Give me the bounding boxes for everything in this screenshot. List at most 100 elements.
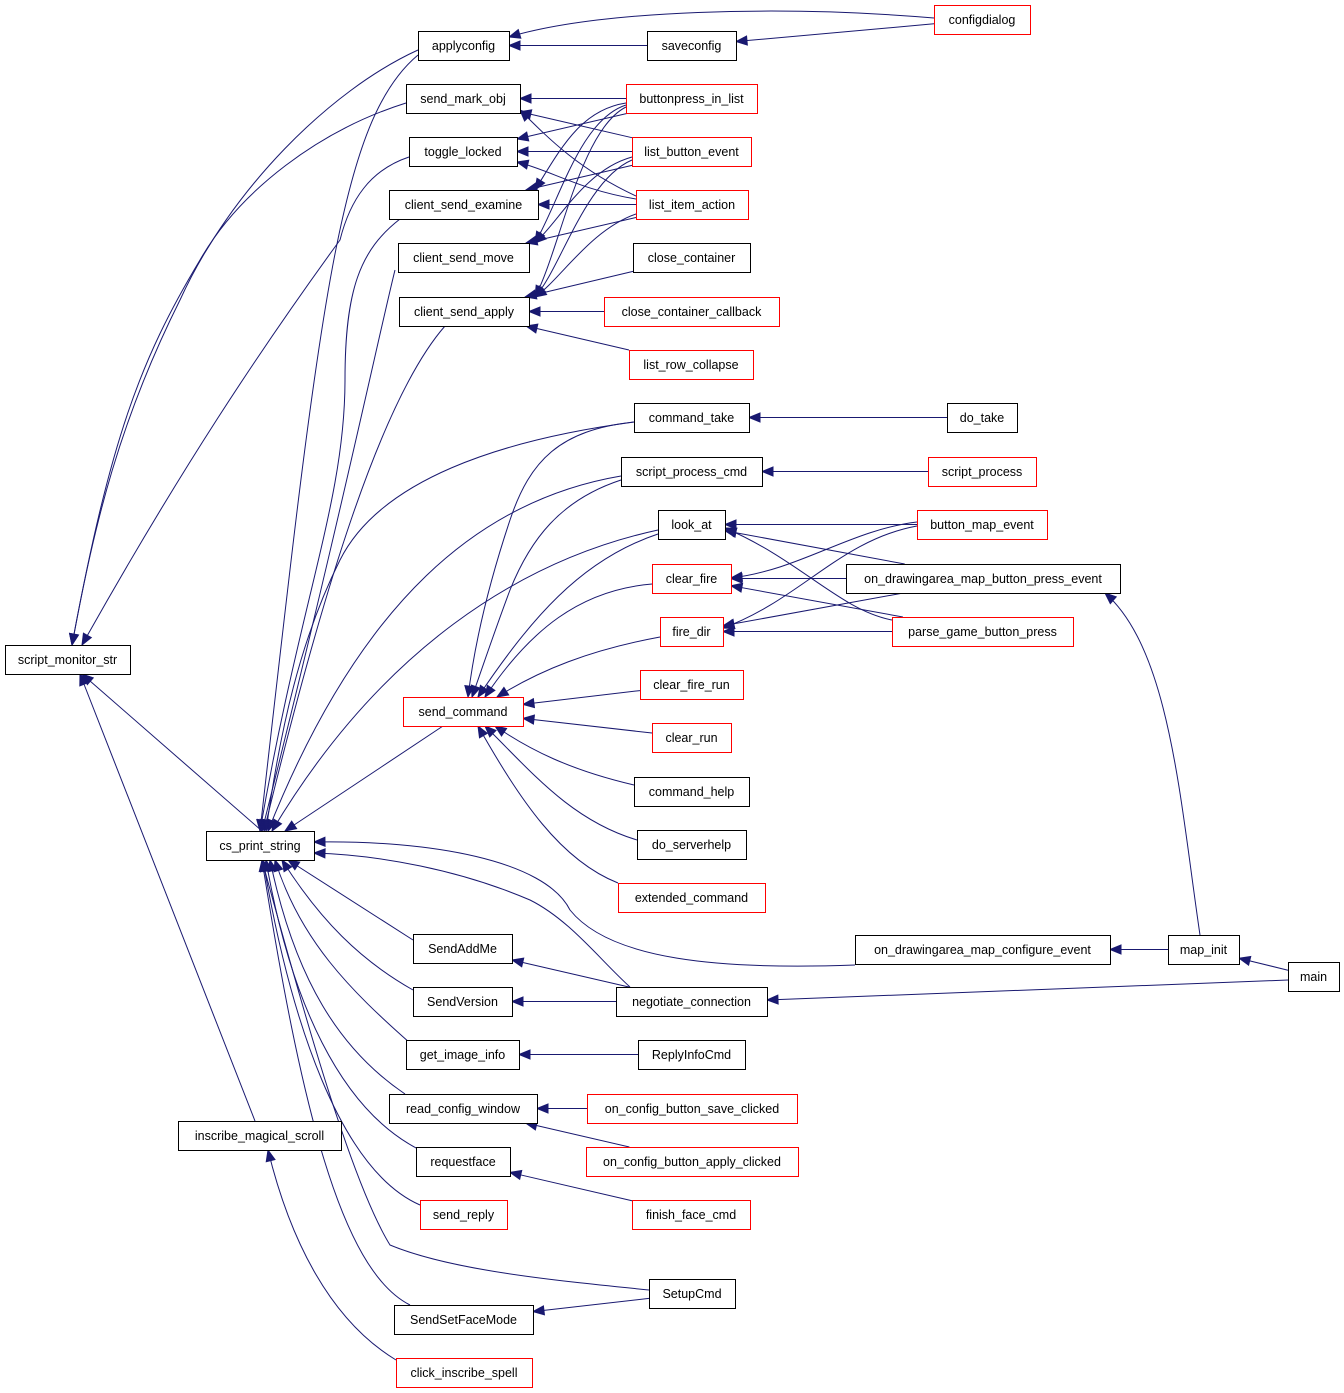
- node-read_config_window[interactable]: read_config_window: [389, 1094, 538, 1124]
- edge-SendAddMe-to-cs_print_string-arrowhead: [286, 859, 301, 871]
- node-label-command_take: command_take: [649, 411, 735, 425]
- edge-on_drawingarea_map_button_press_event-to-fire_dir-arrowhead: [721, 618, 736, 629]
- node-SendAddMe[interactable]: SendAddMe: [413, 934, 513, 964]
- node-clear_run[interactable]: clear_run: [652, 723, 732, 753]
- node-send_command[interactable]: send_command: [403, 697, 524, 727]
- edge-negotiate_connection-to-SendVersion-arrowhead: [510, 996, 524, 1007]
- node-label-finish_face_cmd: finish_face_cmd: [646, 1208, 736, 1222]
- edge-map_init-to-on_drawingarea_map_button_press_event-arrowhead: [1104, 592, 1118, 605]
- node-get_image_info[interactable]: get_image_info: [406, 1040, 520, 1070]
- edge-parse_game_button_press-to-clear_fire-arrowhead: [729, 582, 744, 593]
- node-main[interactable]: main: [1288, 962, 1340, 992]
- node-clear_fire_run[interactable]: clear_fire_run: [640, 670, 744, 700]
- node-label-close_container_callback: close_container_callback: [622, 305, 762, 319]
- node-SendVersion[interactable]: SendVersion: [413, 987, 513, 1017]
- node-label-do_serverhelp: do_serverhelp: [652, 838, 731, 852]
- node-label-do_take: do_take: [960, 411, 1005, 425]
- edge-extended_command-to-send_command-arrowhead: [477, 724, 489, 739]
- node-send_mark_obj[interactable]: send_mark_obj: [406, 84, 521, 114]
- node-list_button_event[interactable]: list_button_event: [632, 137, 752, 167]
- node-label-script_process: script_process: [942, 465, 1023, 479]
- node-click_inscribe_spell[interactable]: click_inscribe_spell: [396, 1358, 533, 1388]
- edge-close_container_callback-to-client_send_apply: [527, 306, 604, 317]
- node-applyconfig[interactable]: applyconfig: [418, 31, 510, 61]
- edge-inscribe_magical_scroll-to-script_monitor_str-line: [79, 673, 256, 1122]
- edge-list_button_event-to-client_send_move-line: [534, 156, 633, 244]
- node-script_process_cmd[interactable]: script_process_cmd: [621, 457, 763, 487]
- edge-clear_fire_run-to-send_command: [521, 690, 641, 709]
- edge-send_reply-to-cs_print_string-line: [262, 859, 421, 1206]
- edge-buttonpress_in_list-to-client_send_apply-line: [534, 106, 627, 298]
- node-box-configdialog: [934, 5, 1031, 35]
- node-inscribe_magical_scroll[interactable]: inscribe_magical_scroll: [178, 1121, 342, 1151]
- edge-saveconfig-to-applyconfig: [507, 40, 647, 51]
- node-finish_face_cmd[interactable]: finish_face_cmd: [632, 1200, 751, 1230]
- node-requestface[interactable]: requestface: [416, 1147, 511, 1177]
- node-on_config_button_save_clicked[interactable]: on_config_button_save_clicked: [587, 1094, 798, 1124]
- node-client_send_move[interactable]: client_send_move: [398, 243, 530, 273]
- node-command_take[interactable]: command_take: [634, 403, 750, 433]
- edge-script_process-to-script_process_cmd: [760, 466, 928, 477]
- node-extended_command[interactable]: extended_command: [618, 883, 766, 913]
- node-box-clear_fire_run: [640, 670, 744, 700]
- edge-saveconfig-to-applyconfig-arrowhead: [507, 40, 521, 51]
- node-client_send_apply[interactable]: client_send_apply: [399, 297, 530, 327]
- node-label-main: main: [1300, 970, 1327, 984]
- node-saveconfig[interactable]: saveconfig: [647, 31, 737, 61]
- node-label-on_drawingarea_map_configure_event: on_drawingarea_map_configure_event: [874, 943, 1091, 957]
- node-command_help[interactable]: command_help: [634, 777, 750, 807]
- node-fire_dir[interactable]: fire_dir: [660, 617, 724, 647]
- node-label-click_inscribe_spell: click_inscribe_spell: [411, 1366, 518, 1380]
- edge-inscribe_magical_scroll-to-script_monitor_str: [79, 672, 256, 1122]
- node-toggle_locked[interactable]: toggle_locked: [409, 137, 518, 167]
- edge-ReplyInfoCmd-to-get_image_info: [517, 1049, 638, 1060]
- node-list_item_action[interactable]: list_item_action: [636, 190, 749, 220]
- edge-list_row_collapse-to-client_send_apply-line: [525, 325, 630, 351]
- node-do_take[interactable]: do_take: [947, 403, 1018, 433]
- edge-do_serverhelp-to-send_command-line: [484, 725, 638, 841]
- node-script_monitor_str[interactable]: script_monitor_str: [5, 645, 131, 675]
- node-configdialog[interactable]: configdialog: [934, 5, 1031, 35]
- edge-list_item_action-to-client_send_apply-arrowhead: [533, 286, 548, 298]
- node-parse_game_button_press[interactable]: parse_game_button_press: [892, 617, 1074, 647]
- edge-cs_print_string-to-script_monitor_str-line: [81, 673, 263, 832]
- node-on_drawingarea_map_button_press_event[interactable]: on_drawingarea_map_button_press_event: [846, 564, 1121, 594]
- edge-send_mark_obj-to-script_monitor_str-line: [71, 102, 407, 646]
- node-ReplyInfoCmd[interactable]: ReplyInfoCmd: [638, 1040, 746, 1070]
- edge-list_item_action-to-client_send_apply: [533, 213, 637, 298]
- node-box-toggle_locked: [409, 137, 518, 167]
- edge-on_drawingarea_map_button_press_event-to-fire_dir-line: [722, 592, 904, 627]
- edge-on_drawingarea_map_configure_event-to-cs_print_string-line: [313, 841, 856, 967]
- edge-client_send_move-to-cs_print_string: [259, 269, 396, 833]
- node-send_reply[interactable]: send_reply: [420, 1200, 508, 1230]
- node-on_config_button_apply_clicked[interactable]: on_config_button_apply_clicked: [586, 1147, 799, 1177]
- node-list_row_collapse[interactable]: list_row_collapse: [629, 350, 754, 380]
- node-script_process[interactable]: script_process: [928, 457, 1037, 487]
- node-label-look_at: look_at: [671, 518, 712, 532]
- node-on_drawingarea_map_configure_event[interactable]: on_drawingarea_map_configure_event: [855, 935, 1111, 965]
- edge-configdialog-to-applyconfig-arrowhead: [507, 28, 522, 39]
- node-buttonpress_in_list[interactable]: buttonpress_in_list: [626, 84, 758, 114]
- edge-read_config_window-to-cs_print_string-line: [269, 859, 406, 1095]
- node-box-negotiate_connection: [616, 987, 768, 1017]
- node-map_init[interactable]: map_init: [1168, 935, 1240, 965]
- node-box-list_row_collapse: [629, 350, 754, 380]
- node-close_container[interactable]: close_container: [633, 243, 751, 273]
- edge-do_take-to-command_take: [747, 412, 947, 423]
- node-SetupCmd[interactable]: SetupCmd: [649, 1279, 736, 1309]
- node-clear_fire[interactable]: clear_fire: [652, 564, 732, 594]
- node-look_at[interactable]: look_at: [658, 510, 726, 540]
- node-button_map_event[interactable]: button_map_event: [917, 510, 1048, 540]
- edge-on_config_button_save_clicked-to-read_config_window-arrowhead: [535, 1103, 549, 1114]
- node-box-script_monitor_str: [5, 645, 131, 675]
- node-negotiate_connection[interactable]: negotiate_connection: [616, 987, 768, 1017]
- node-box-button_map_event: [917, 510, 1048, 540]
- edge-buttonpress_in_list-to-toggle_locked-arrowhead: [515, 131, 530, 142]
- node-SendSetFaceMode[interactable]: SendSetFaceMode: [394, 1305, 534, 1335]
- edge-script_process_cmd-to-send_command-arrowhead: [470, 684, 481, 699]
- node-client_send_examine[interactable]: client_send_examine: [389, 190, 539, 220]
- node-close_container_callback[interactable]: close_container_callback: [604, 297, 780, 327]
- node-do_serverhelp[interactable]: do_serverhelp: [637, 830, 747, 860]
- edge-applyconfig-to-script_monitor_str-line: [71, 49, 419, 646]
- node-cs_print_string[interactable]: cs_print_string: [206, 831, 315, 861]
